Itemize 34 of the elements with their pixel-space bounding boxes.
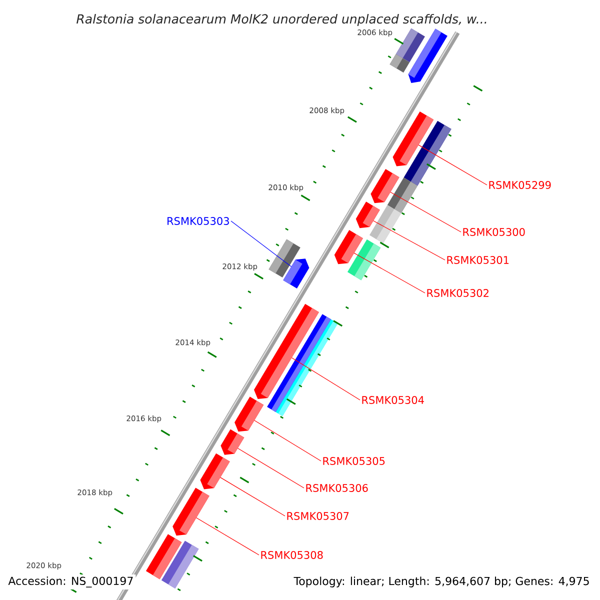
leader-line: [354, 252, 426, 294]
leader-line: [254, 420, 322, 462]
gene-feature: [334, 230, 363, 264]
summary-text: Topology: linear; Length: 5,964,607 bp; Genes: 4,975: [292, 574, 592, 590]
gene-feature: [146, 534, 182, 580]
gene-feature: [392, 111, 434, 166]
leader-line: [390, 192, 462, 232]
gene-label: RSMK05300: [463, 228, 525, 236]
gene-label: RSMK05301: [447, 256, 509, 264]
gene-label: RSMK05305: [323, 457, 385, 465]
gene-feature: [220, 429, 244, 455]
gene-feature: [254, 304, 319, 400]
gene-feature: [356, 202, 380, 228]
gene-feature: [200, 453, 230, 490]
leader-line: [220, 477, 286, 516]
accession-text: Accession: NS_000197: [6, 574, 136, 590]
leader-line: [196, 518, 260, 556]
leader-line: [418, 144, 488, 186]
gene-label: RSMK05304: [362, 396, 424, 404]
leader-line: [230, 220, 292, 267]
leader-line: [373, 220, 446, 260]
gene-feature: [234, 396, 264, 432]
gene-label: RSMK05308: [261, 551, 323, 559]
gene-feature: [370, 169, 400, 204]
gene-label: RSMK05303: [168, 217, 229, 225]
leader-line: [291, 357, 360, 400]
gene-feature: [172, 488, 210, 536]
gene-label: RSMK05307: [287, 512, 349, 520]
leader-line: [237, 448, 304, 488]
gene-label: RSMK05306: [306, 484, 368, 492]
gene-label: RSMK05299: [489, 181, 551, 189]
gene-label: RSMK05302: [427, 289, 488, 297]
title: Ralstonia solanacearum MolK2 unordered unplaced scaffolds, w...: [76, 14, 486, 26]
gene-feature: [283, 258, 310, 288]
